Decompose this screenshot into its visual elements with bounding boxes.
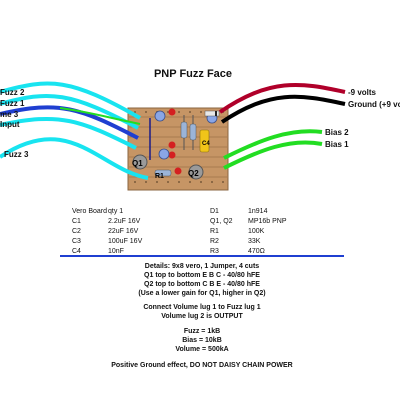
diagram-title: PNP Fuzz Face (153, 68, 233, 80)
label-minus-9-volts: -9 volts (348, 88, 377, 97)
strip-cut (168, 151, 176, 159)
strip-cut (168, 141, 176, 149)
wire-fuzz-1 (0, 93, 139, 130)
capacitor-c2 (158, 148, 170, 160)
wire-green-left (59, 107, 141, 125)
label-c4: C4 (202, 141, 210, 147)
label-bias-1: Bias 1 (325, 140, 349, 149)
label-bias-2: Bias 2 (325, 128, 349, 137)
wire-fuzz-2 (0, 81, 141, 120)
resistor-r2 (180, 115, 188, 150)
wire-ground (220, 94, 346, 124)
label-ground: Ground (+9 vo (348, 100, 400, 109)
build-details: Details: 9x8 vero, 1 Jumper, 4 cuts Q1 t… (138, 263, 266, 297)
wire-input (0, 116, 137, 150)
transistor-q2 (188, 164, 204, 180)
footer-warning: Positive Ground effect, DO NOT DAISY CHA… (111, 362, 293, 369)
resistor-r3 (189, 115, 197, 150)
wire-bias-1 (223, 140, 323, 170)
label-volume-3: me 3 (0, 110, 19, 119)
section-divider (60, 255, 344, 257)
label-fuzz-2: Fuzz 2 (0, 88, 25, 97)
wire-bias-2 (223, 129, 323, 160)
diode-d1 (204, 110, 220, 117)
strip-cut (168, 108, 176, 116)
volume-notes: Connect Volume lug 1 to Fuzz lug 1 Volum… (143, 304, 261, 320)
capacitor-c4 (199, 129, 210, 153)
wire-fuzz-3 (0, 137, 149, 180)
strip-cut (174, 167, 182, 175)
label-fuzz-3: Fuzz 3 (4, 150, 29, 159)
strip-cuts (168, 108, 182, 175)
wire-minus-9v (218, 82, 346, 114)
label-q1: Q1 (132, 159, 143, 168)
pot-values: Fuzz = 1kB Bias = 10kB Volume = 500kA (175, 328, 229, 353)
capacitor-c1 (154, 110, 166, 122)
transistor-q1 (132, 154, 148, 170)
resistor-r1 (154, 169, 172, 177)
label-fuzz-1: Fuzz 1 (0, 99, 25, 108)
label-r1: R1 (155, 173, 164, 180)
label-q2: Q2 (188, 169, 199, 178)
label-input: Input (0, 120, 20, 129)
